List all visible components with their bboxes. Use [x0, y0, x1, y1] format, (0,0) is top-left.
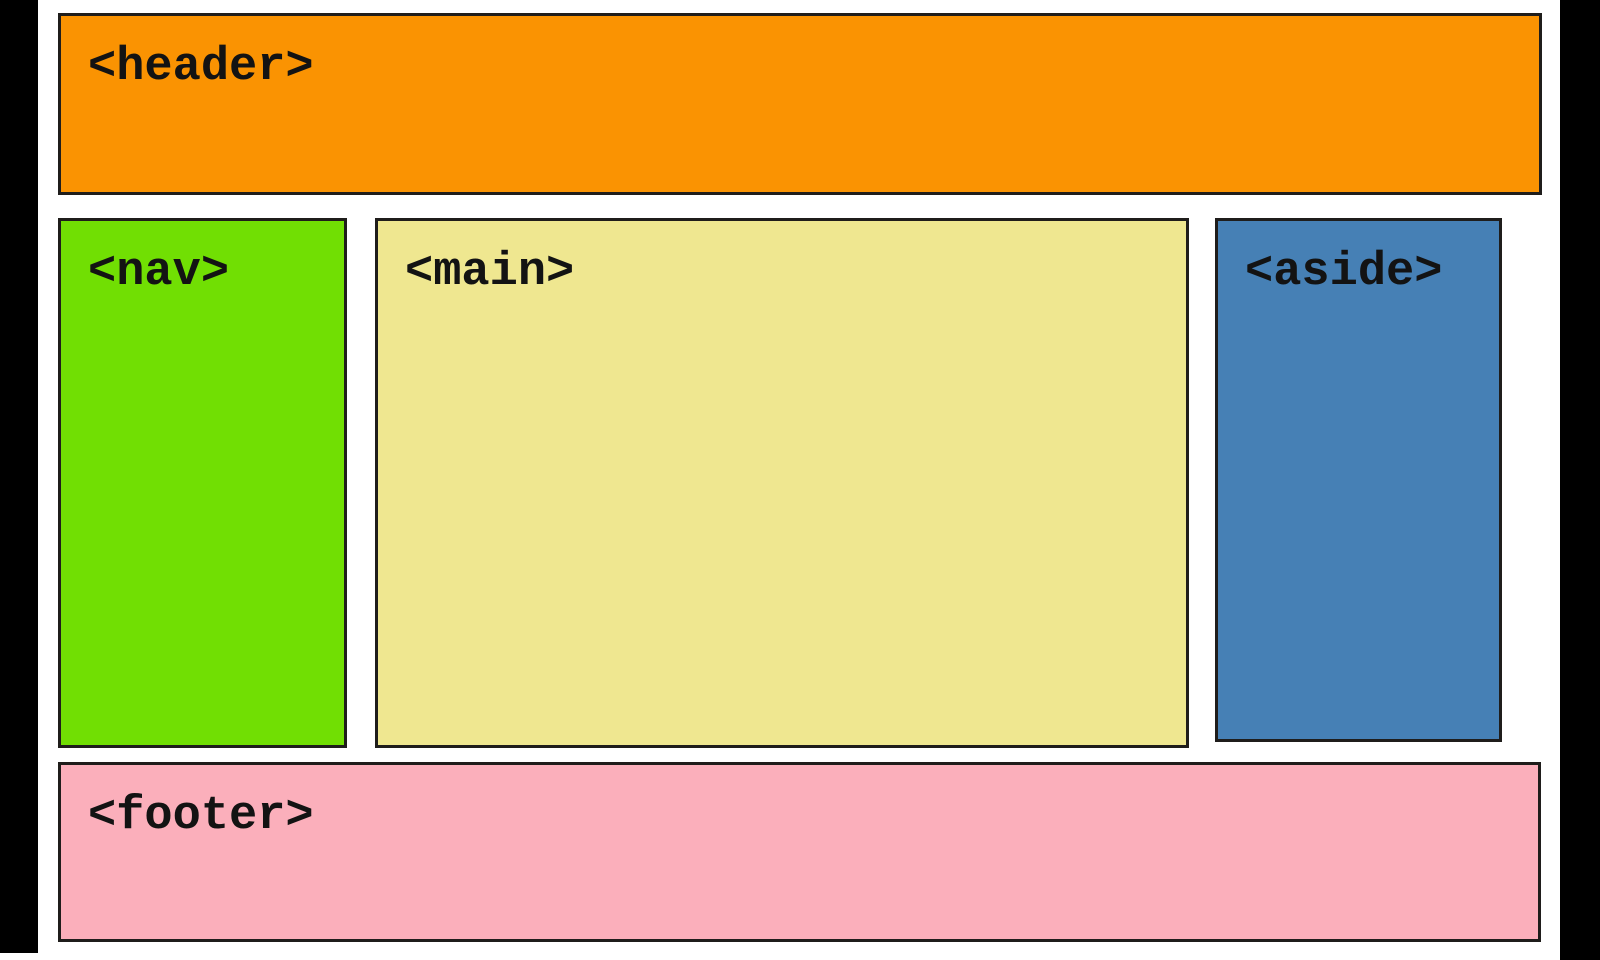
header-box-label: <header>	[88, 41, 314, 94]
aside-box-label: <aside>	[1245, 246, 1443, 299]
aside-box: <aside>	[1215, 218, 1502, 742]
letterbox-right	[1560, 0, 1600, 960]
nav-box-label: <nav>	[88, 246, 230, 299]
nav-box: <nav>	[58, 218, 347, 748]
main-box: <main>	[375, 218, 1189, 748]
footer-box-label: <footer>	[88, 790, 314, 843]
letterbox-left	[0, 0, 38, 953]
footer-box: <footer>	[58, 762, 1541, 942]
main-box-label: <main>	[405, 246, 575, 299]
header-box: <header>	[58, 13, 1542, 195]
